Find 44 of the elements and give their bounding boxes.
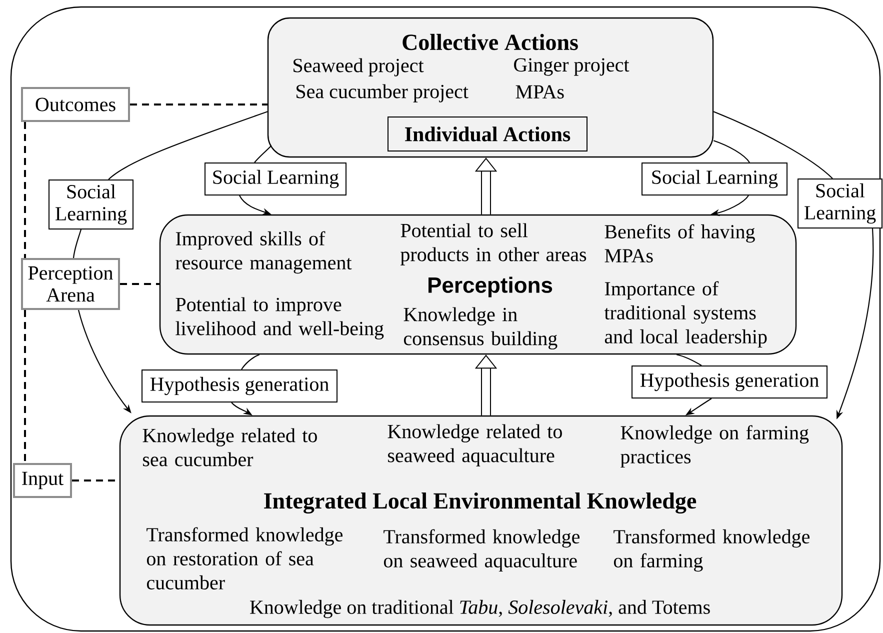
dashed-line	[24, 122, 26, 258]
label-box: Hypothesis generation	[632, 366, 828, 398]
item-text: Transformed knowledge on seaweed aquaculture	[384, 529, 580, 572]
item-text: Benefits of having MPAs	[604, 224, 755, 262]
item-text: MPAs	[516, 85, 564, 99]
label-box: Social Learning	[798, 178, 882, 228]
dashed-line	[130, 104, 268, 106]
heading: Integrated Local Environmental Knowledge	[264, 492, 696, 514]
item-text: Importance of traditional systems and local leadership	[604, 281, 767, 348]
item-text: Ginger project	[514, 58, 630, 76]
line	[713, 140, 750, 163]
label-box: Social Learning	[642, 162, 788, 196]
item-text: Transformed knowledge on restoration of sea cucumber	[146, 527, 343, 590]
panel	[119, 415, 843, 626]
label-box: Hypothesis generation	[142, 370, 338, 402]
line	[254, 145, 272, 163]
title-box: Individual Actions	[388, 116, 588, 152]
line	[72, 229, 82, 258]
line	[676, 354, 702, 366]
dashed-line	[120, 283, 160, 285]
item-text: Knowledge on traditional Tabu, Solesolevaki, and Totems	[250, 600, 710, 618]
item-text: Transformed knowledge on farming	[614, 529, 810, 572]
line	[241, 354, 260, 370]
item-text: Potential to sell products in other areas	[400, 223, 586, 266]
item-text: Knowledge related to seaweed aquaculture	[388, 424, 562, 466]
label-box: Social Learning	[204, 162, 346, 196]
item-text: Knowledge on farming practices	[620, 425, 809, 468]
panel	[267, 17, 714, 158]
item-text: Knowledge related to sea cucumber	[142, 428, 317, 466]
label-box: Input	[13, 463, 72, 498]
line	[713, 111, 833, 179]
heading: Collective Actions	[402, 34, 578, 50]
item-text: Potential to improve livelihood and well-being	[176, 297, 384, 340]
label-box: Outcomes	[21, 87, 130, 122]
panel	[159, 214, 797, 355]
dashed-line	[24, 310, 26, 463]
item-text: Knowledge in consensus building	[404, 307, 558, 350]
item-text: Improved skills of resource management	[176, 231, 352, 274]
line	[108, 111, 268, 180]
label-box: Social Learning	[48, 180, 134, 230]
label-box: Perception Arena	[21, 258, 120, 310]
item-text: Sea cucumber project	[296, 84, 468, 102]
item-text: Seaweed project	[294, 58, 424, 76]
heading: Perceptions	[428, 276, 552, 298]
